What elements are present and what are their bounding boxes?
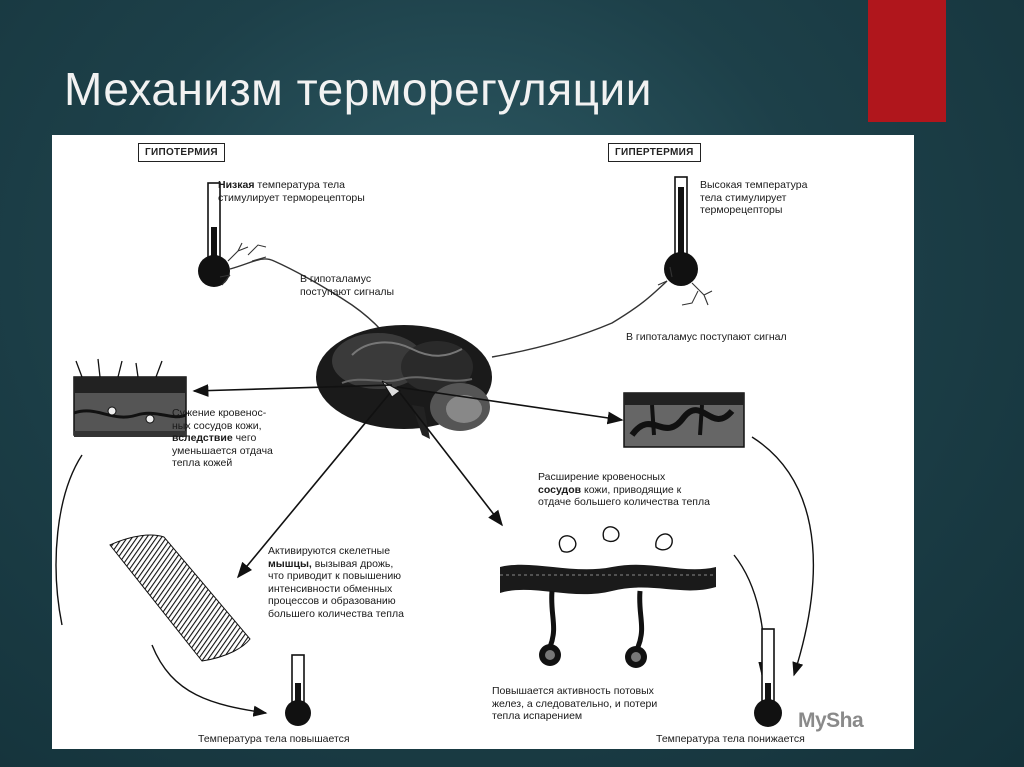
brain-icon [316,325,492,439]
high-temp-text: Высокая температура тела стимулирует тер… [700,179,808,217]
skin-constricted-vessels-icon [74,359,186,437]
vasoconstriction-text: Сужение кровенос- ных сосудов кожи, всле… [172,407,273,470]
accent-bar [868,0,946,122]
sweat-glands-icon [500,527,716,668]
muscle-icon [110,535,250,661]
thermometer-result-fall-icon [754,629,782,727]
sweat-glands-text: Повышается активность потовых желез, а с… [492,685,657,723]
muscles-text: Активируются скелетные мышцы, вызывая др… [268,545,404,620]
hypothermia-label: ГИПОТЕРМИЯ [138,143,225,162]
skin-dilated-vessels-icon [624,393,744,447]
thermoregulation-diagram: ГИПОТЕРМИЯ ГИПЕРТЕРМИЯ Низкая температур… [52,135,914,749]
hypothalamus-signal-left-text: В гипоталамус поступают сигналы [300,273,394,298]
temp-falls-text: Температура тела понижается [656,733,805,746]
low-temp-text: Низкая температура тела стимулирует терм… [218,179,365,204]
watermark: MySha [798,709,863,733]
slide-title: Механизм терморегуляции [64,62,652,116]
thermometer-hot-icon [664,177,698,286]
hyperthermia-label: ГИПЕРТЕРМИЯ [608,143,701,162]
hypothalamus-signal-right-text: В гипоталамус поступают сигнал [626,331,787,344]
temp-rises-text: Температура тела повышается [198,733,350,746]
thermometer-result-rise-icon [285,655,311,726]
vasodilation-text: Расширение кровеносных сосудов кожи, при… [538,471,710,509]
